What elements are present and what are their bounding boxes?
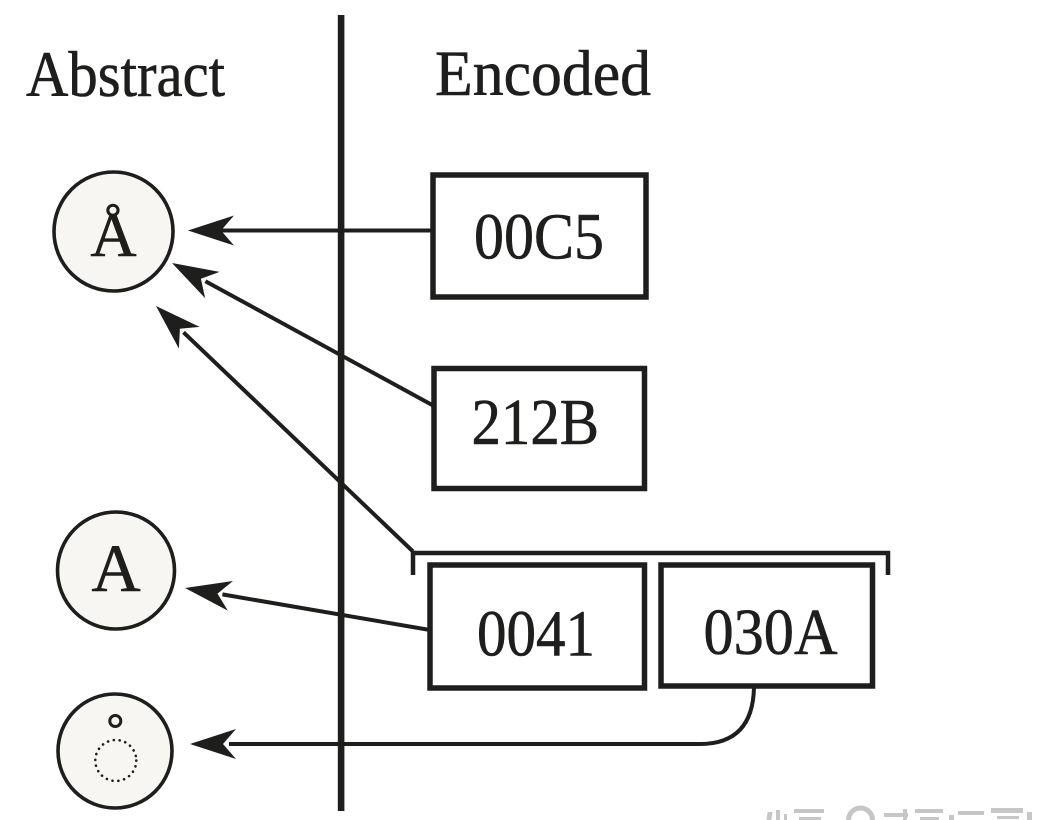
svg-text:A: A [91, 530, 140, 606]
svg-text:00C5: 00C5 [474, 201, 604, 274]
svg-text:212B: 212B [472, 386, 600, 459]
svg-text:030A: 030A [704, 596, 838, 669]
svg-text:Abstract: Abstract [26, 39, 225, 111]
svg-text:0041: 0041 [477, 598, 595, 671]
svg-text:Å: Å [90, 199, 136, 270]
svg-text:Encoded: Encoded [435, 38, 651, 110]
